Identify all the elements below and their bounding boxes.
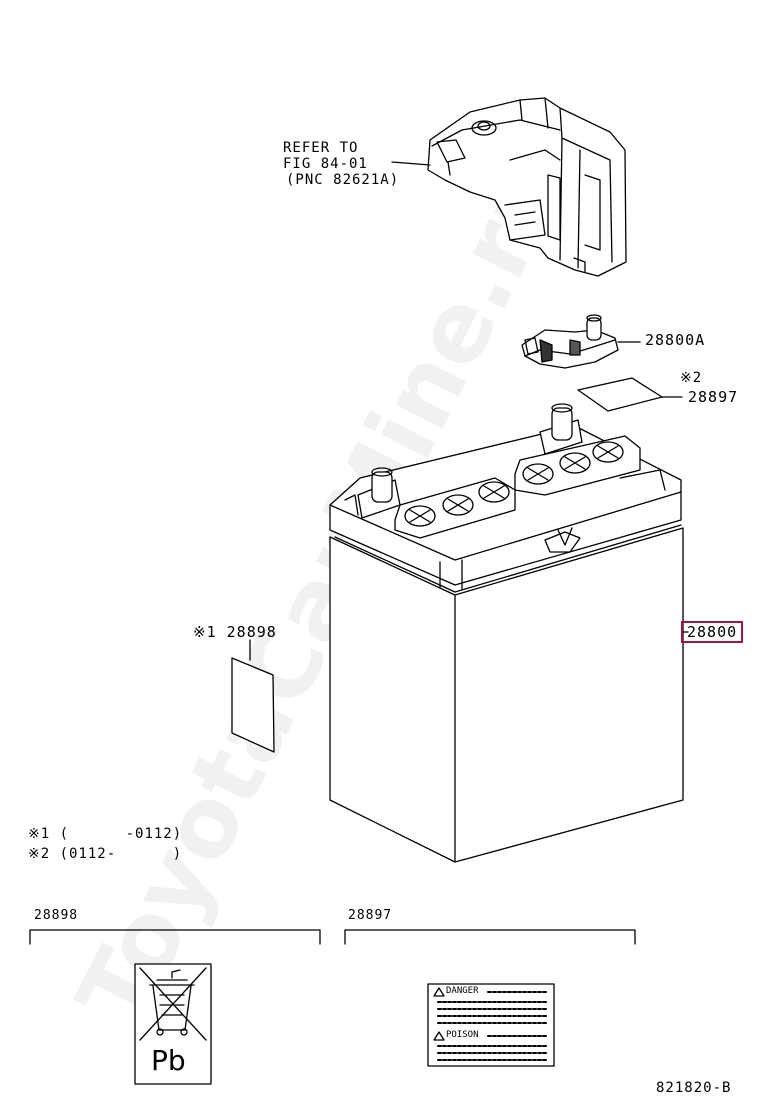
label-28898 bbox=[231, 657, 275, 753]
refer-line2: FIG 84-01 bbox=[283, 156, 368, 172]
battery bbox=[329, 403, 684, 863]
note-2: ※2 (0112- ) bbox=[28, 846, 183, 862]
refer-line1: REFER TO bbox=[283, 140, 359, 156]
part-number-sticker[interactable]: 28897 bbox=[688, 388, 739, 406]
refer-line3: (PNC 82621A) bbox=[286, 172, 400, 188]
poison-text: POISON bbox=[446, 1030, 479, 1040]
recycle-bin-symbol bbox=[134, 963, 212, 1085]
danger-poison-label bbox=[427, 983, 555, 1067]
refer-leader bbox=[391, 161, 431, 166]
figure-code: 821820-B bbox=[656, 1080, 732, 1096]
danger-text: DANGER bbox=[446, 986, 479, 996]
part-number-terminal[interactable]: 28800A bbox=[645, 331, 706, 349]
detail-right-title: 28897 bbox=[348, 908, 393, 923]
battery-terminal bbox=[521, 314, 619, 369]
pb-symbol-text: Pb bbox=[151, 1044, 186, 1077]
sticker-28897 bbox=[577, 377, 663, 412]
detail-frame-left bbox=[29, 929, 321, 945]
detail-left-title: 28898 bbox=[34, 908, 79, 923]
fuse-box-cover bbox=[427, 97, 627, 277]
part-number-label[interactable]: ※1 28898 bbox=[193, 623, 277, 641]
detail-frame-right bbox=[344, 929, 636, 945]
part-number-battery[interactable]: 28800 bbox=[681, 621, 744, 643]
note-1: ※1 ( -0112) bbox=[28, 826, 183, 842]
sticker-marker: ※2 bbox=[680, 370, 703, 386]
